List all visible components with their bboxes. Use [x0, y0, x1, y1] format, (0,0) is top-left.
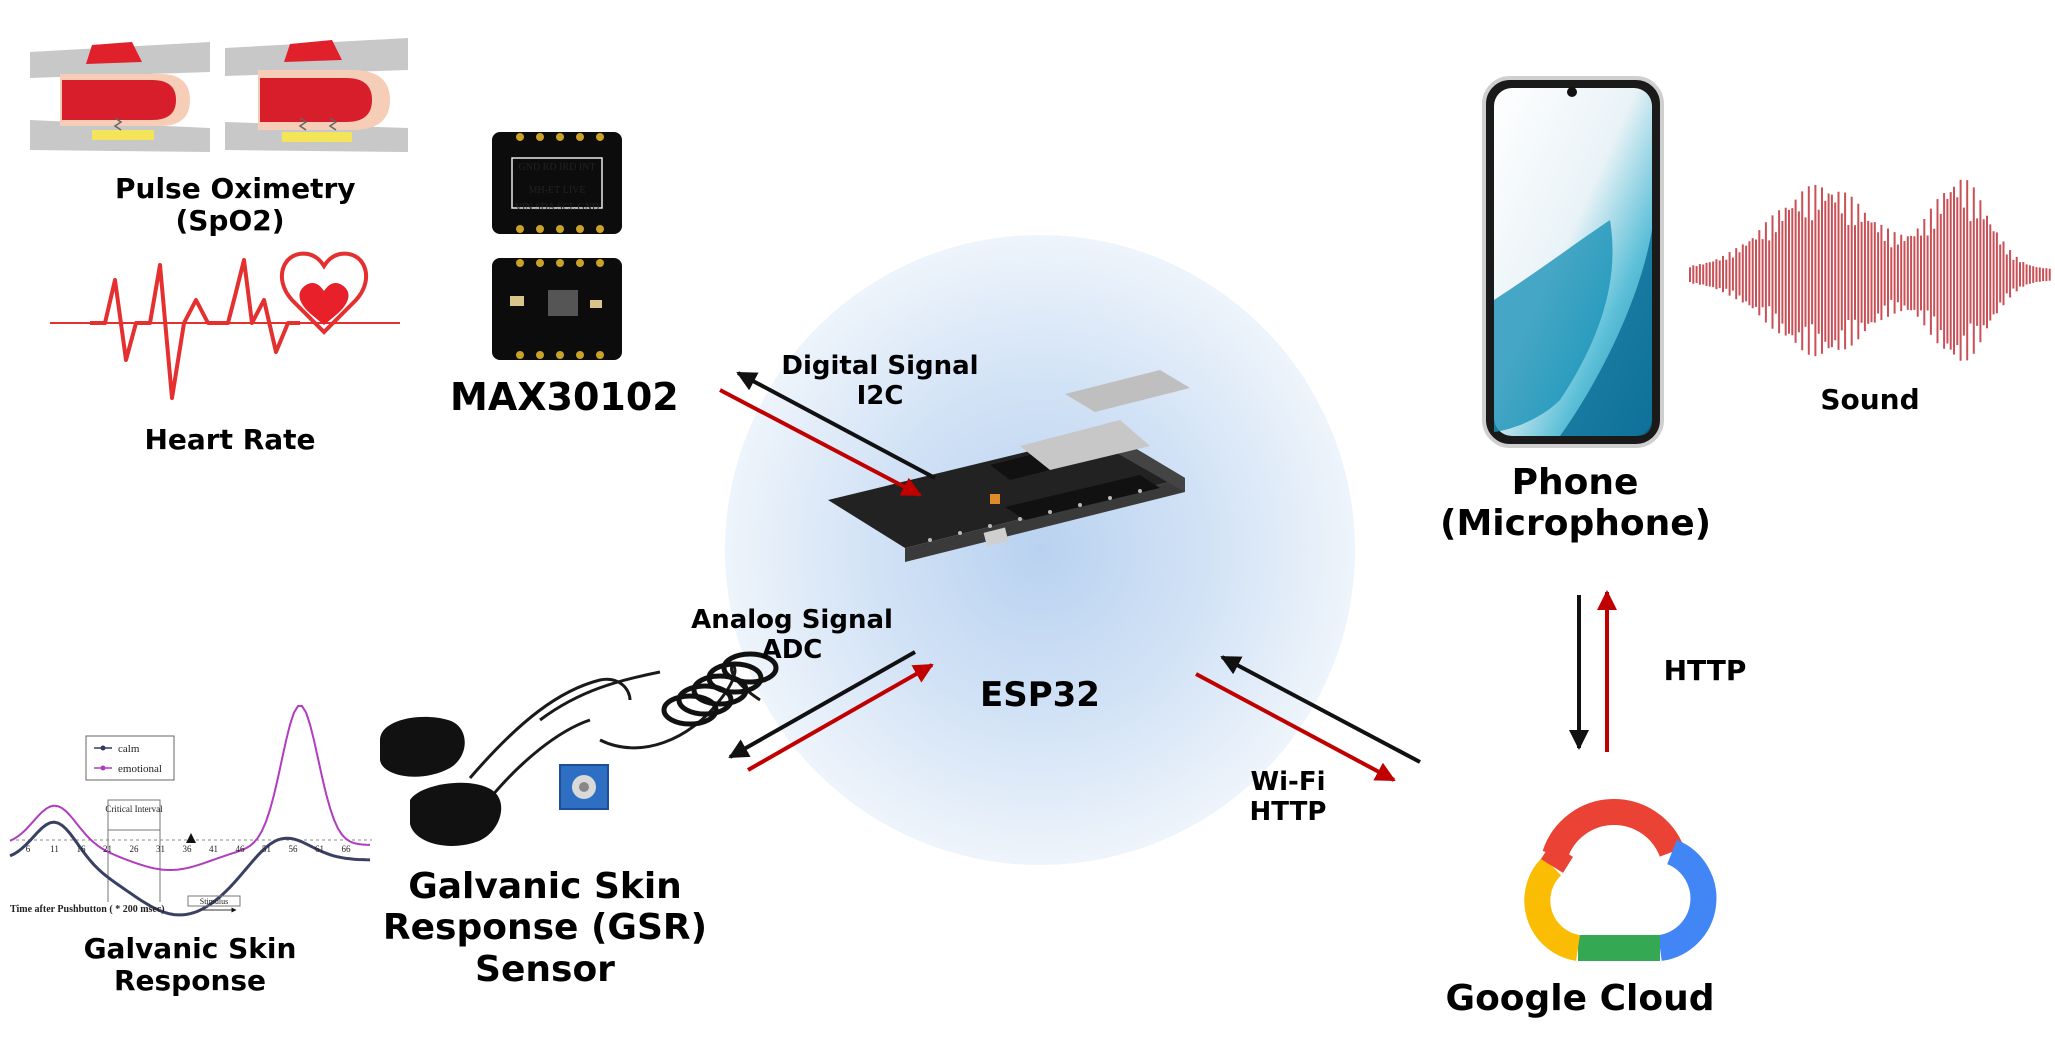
google-cloud-label: Google Cloud	[1445, 978, 1715, 1019]
gsr-tick-label: 66	[342, 844, 352, 854]
http-label: HTTP	[1663, 654, 1747, 687]
gsr-tick-label: 36	[183, 844, 193, 854]
legend-calm: calm	[118, 743, 140, 755]
stimulus-label: Stimulus	[200, 897, 228, 906]
esp32-glow	[725, 235, 1355, 865]
gsr-sensor-label: Galvanic Skin Response (GSR) Sensor	[382, 866, 708, 990]
heart-rate-illustration	[50, 251, 400, 400]
arrow-phone-cloud	[1569, 590, 1617, 752]
esp32-board	[828, 370, 1190, 562]
gsr-tick-label: 21	[103, 844, 112, 854]
phone-illustration	[1482, 76, 1664, 448]
arrow-esp32-cloud	[1195, 655, 1421, 782]
gsr-tick-label: 51	[262, 844, 271, 854]
gsr-tick-label: 61	[315, 844, 324, 854]
gsr-sensor-illustration	[380, 651, 779, 846]
heart-rate-label: Heart Rate	[144, 423, 316, 456]
critical-interval-label: Critical Interval	[105, 804, 163, 814]
sound-waveform	[1689, 179, 2051, 361]
max30102-pin-label-top: GND RD IRD INT	[519, 162, 596, 173]
sound-label: Sound	[1820, 383, 1920, 416]
gsr-chart-label: Galvanic Skin Response	[83, 932, 297, 998]
gsr-emotional-series	[9, 704, 371, 872]
gsr-tick-label: 56	[289, 844, 299, 854]
esp32-label: ESP32	[980, 675, 1100, 715]
gsr-tick-label: 26	[130, 844, 140, 854]
gsr-tick-label: 31	[156, 844, 165, 854]
wifi-http-label: Wi-Fi HTTP	[1249, 767, 1327, 827]
phone-label: Phone (Microphone)	[1440, 462, 1712, 545]
legend-emotional: emotional	[118, 763, 162, 775]
analog-signal-label: Analog Signal ADC	[691, 605, 893, 665]
camera-icon	[1567, 87, 1577, 97]
gsr-calm-series	[9, 820, 371, 917]
max30102-label: MAX30102	[450, 375, 679, 419]
max30102-board-top	[492, 132, 622, 234]
gsr-tick-label: 11	[50, 844, 59, 854]
gsr-xlabel: Time after Pushbutton ( * 200 msec)	[10, 904, 165, 915]
gsr-tick-label: 6	[26, 844, 31, 854]
max30102-board-bottom	[492, 258, 622, 360]
google-cloud-logo	[1524, 798, 1717, 961]
max30102-brand-label: MH-ET LIVE	[529, 185, 586, 196]
gsr-tick-label: 16	[77, 844, 87, 854]
digital-signal-label: Digital Signal I2C	[781, 351, 979, 411]
gsr-tick-label: 41	[209, 844, 218, 854]
arrow-gsr-esp32	[728, 650, 934, 772]
arrow-max30102-esp32	[719, 371, 936, 497]
pulse-oximetry-label: Pulse Oximetry (SpO2)	[115, 172, 356, 238]
gsr-tick-label: 46	[236, 844, 246, 854]
max30102-pin-label-bottom: VIN SDA SCL GND	[515, 202, 599, 213]
pulse-oximetry-illustration	[30, 38, 408, 152]
